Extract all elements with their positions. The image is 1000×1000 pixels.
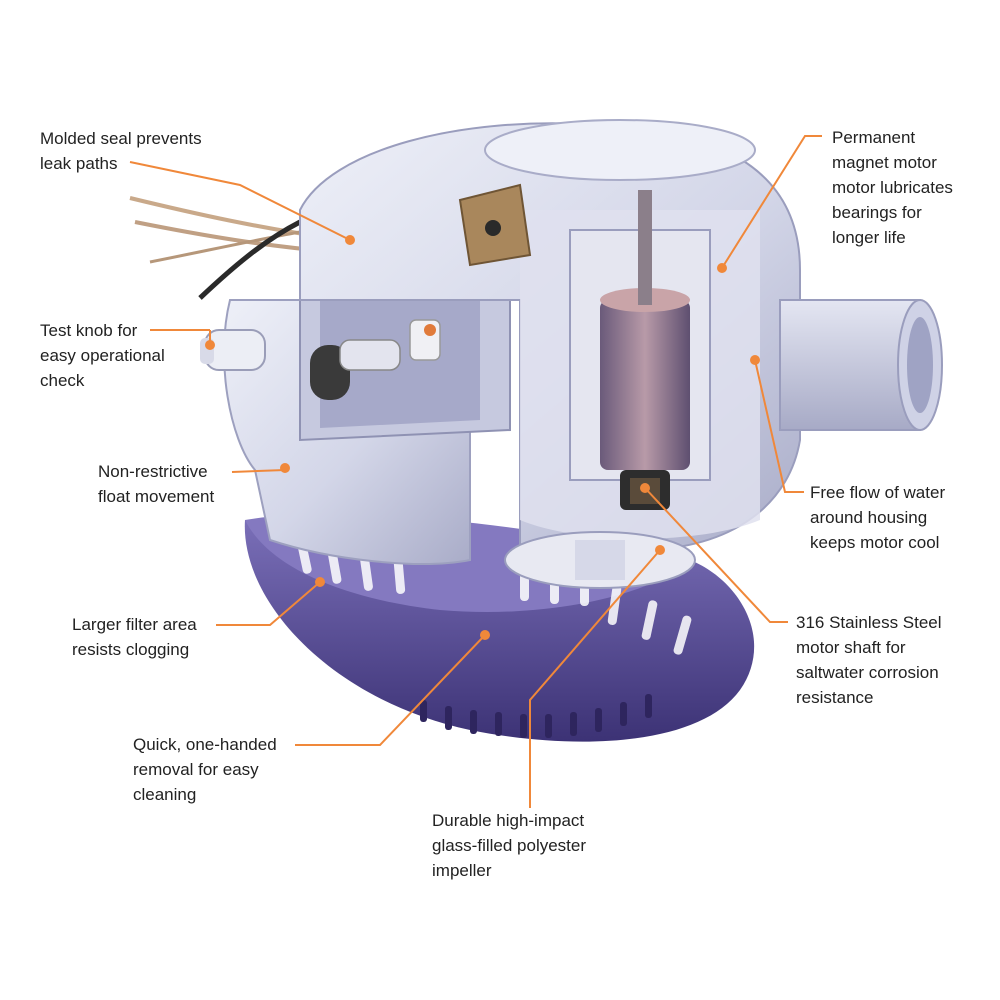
outlet-pipe [779, 299, 943, 431]
callout-line: cleaning [133, 785, 197, 804]
leader-stainless-shaft [640, 483, 788, 623]
callout-permanent-magnet: Permanent magnet motor motor lubricates … [832, 125, 953, 250]
callout-test-knob: Test knob for easy operational check [40, 318, 165, 393]
callout-line: motor shaft for [796, 638, 906, 657]
callout-line: keeps motor cool [810, 533, 940, 552]
callout-line: longer life [832, 228, 906, 247]
leader-free-flow [750, 355, 804, 493]
leader-molded-seal [129, 161, 355, 245]
leader-filter-area [216, 577, 325, 626]
callout-line: float movement [98, 487, 215, 506]
callout-line: Quick, one-handed [133, 735, 277, 754]
callout-line: motor lubricates [832, 178, 953, 197]
callout-free-flow: Free flow of water around housing keeps … [810, 480, 945, 555]
callout-line: saltwater corrosion [796, 663, 939, 682]
callout-line: Test knob for [40, 321, 138, 340]
callout-line: leak paths [40, 154, 118, 173]
leader-permanent-magnet [717, 135, 822, 273]
leader-test-knob [150, 329, 215, 350]
callout-line: 316 Stainless Steel [796, 613, 942, 632]
callout-line: Permanent [832, 128, 916, 147]
callout-line: magnet motor [832, 153, 937, 172]
leader-float-movement [231, 463, 290, 473]
callout-molded-seal: Molded seal prevents leak paths [40, 126, 202, 176]
callout-line: Free flow of water [810, 483, 946, 502]
callout-line: Durable high-impact [432, 811, 585, 830]
callout-line: easy operational [40, 346, 165, 365]
callout-line: bearings for [832, 203, 922, 222]
strainer-vents [420, 694, 652, 738]
callout-float-movement: Non-restrictive float movement [98, 459, 214, 509]
impeller [504, 531, 696, 589]
callout-impeller: Durable high-impact glass-filled polyest… [432, 808, 586, 883]
callout-line: glass-filled polyester [432, 836, 587, 855]
callout-line: Molded seal prevents [40, 129, 202, 148]
callout-filter-area: Larger filter area resists clogging [72, 612, 197, 662]
leader-quick-removal [295, 630, 490, 746]
callout-quick-removal: Quick, one-handed removal for easy clean… [133, 732, 277, 807]
leader-impeller [529, 545, 665, 808]
callout-line: resists clogging [72, 640, 190, 659]
callout-line: Non-restrictive [98, 462, 208, 481]
terminal-bracket [458, 183, 532, 267]
motor [569, 190, 711, 510]
callout-line: check [40, 371, 85, 390]
callout-line: impeller [432, 861, 492, 880]
callout-line: removal for easy [133, 760, 259, 779]
leader-lines [129, 135, 822, 808]
callout-line: around housing [810, 508, 928, 527]
callout-line: Larger filter area [72, 615, 197, 634]
callout-stainless-shaft: 316 Stainless Steel motor shaft for salt… [796, 610, 942, 710]
callout-line: resistance [796, 688, 874, 707]
